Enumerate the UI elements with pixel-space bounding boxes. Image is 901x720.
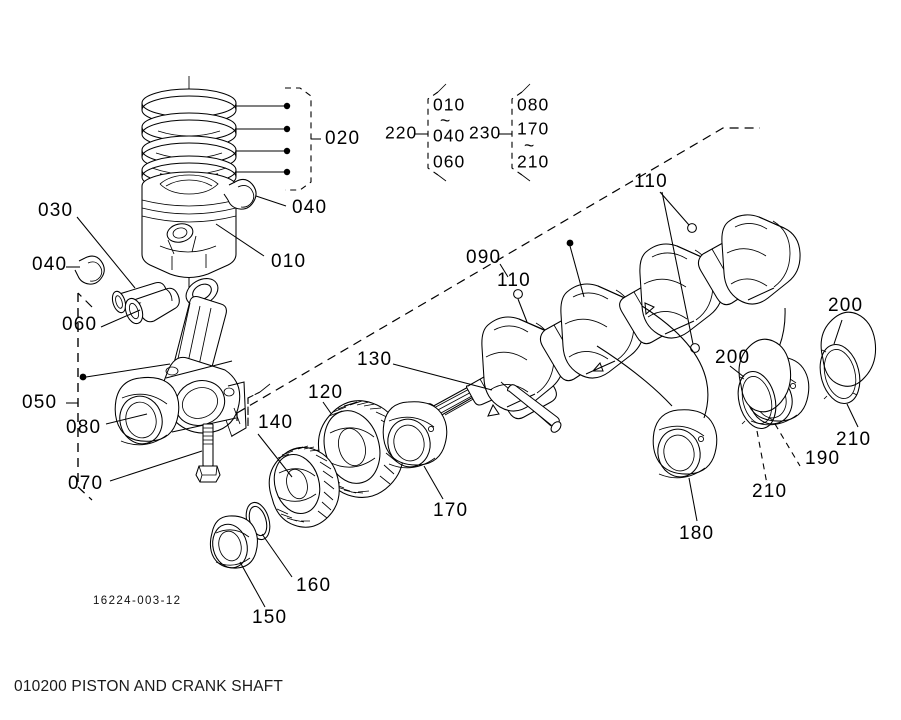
leader-200-left — [729, 365, 745, 378]
leader-190 — [774, 423, 801, 467]
callout-220: 220 — [385, 123, 417, 143]
callout-050: 050 — [22, 392, 57, 413]
ref-230-line1: 080 — [517, 95, 549, 115]
callout-210-right: 210 — [836, 429, 871, 450]
callout-110-left: 110 — [497, 270, 531, 291]
callout-070: 070 — [68, 473, 103, 494]
rod-bolt — [195, 423, 221, 483]
bracket-020 — [285, 87, 312, 191]
bearing-170-front — [382, 401, 448, 469]
crank-dot-leader — [566, 239, 574, 247]
ref-220-line2: 040 — [433, 126, 465, 146]
callout-150: 150 — [252, 607, 287, 628]
ref-220-tilde: ~ — [440, 111, 451, 131]
leader-090 — [499, 263, 509, 278]
thrust-and-bearing-group: 190 200 210 200 210 — [715, 295, 877, 502]
piston-assembly: 020 030 040 04 — [32, 76, 360, 314]
callout-130: 130 — [357, 349, 392, 370]
leader-110-left — [517, 298, 528, 323]
figure-caption: 010200 PISTON AND CRANK SHAFT — [14, 678, 284, 695]
rod-bushing — [124, 287, 180, 325]
leader-060 — [100, 309, 141, 328]
crank-dowel — [506, 384, 562, 433]
callout-230: 230 — [469, 123, 501, 143]
callout-030: 030 — [38, 200, 73, 221]
callout-190: 190 — [805, 448, 840, 469]
collar — [209, 515, 258, 569]
callout-180: 180 — [679, 523, 714, 544]
leader-110-right-lower — [661, 191, 694, 345]
leader-040-right — [255, 195, 287, 207]
callout-110-right: 110 — [634, 171, 668, 192]
leader-010 — [215, 223, 265, 257]
reference-box-230: 230 080 170 ~ 210 — [469, 83, 549, 182]
ref-230-line2: 170 — [517, 119, 549, 139]
plug-right-lower — [690, 343, 700, 353]
plug-left — [513, 289, 523, 299]
crank-rear-flange — [721, 214, 801, 305]
callout-210-left: 210 — [752, 481, 787, 502]
leader-crank-dot — [569, 245, 585, 298]
leader-110-right-upper — [659, 191, 690, 226]
callout-040-right: 040 — [292, 197, 327, 218]
callout-170-front: 170 — [433, 500, 468, 521]
callout-200-left: 200 — [715, 347, 750, 368]
ring-leader-lines — [236, 102, 291, 176]
leader-210-right — [846, 403, 859, 428]
leader-050-dot — [85, 363, 171, 378]
reference-box-220: 220 010 ~ 040 060 — [385, 83, 465, 182]
leader-210-left — [756, 430, 768, 485]
ref-230-line3: 210 — [517, 152, 549, 172]
connecting-rod — [161, 278, 247, 438]
leader-crank-to-170b — [641, 305, 709, 419]
crankshaft-group-boundary — [236, 127, 760, 414]
connecting-rod-group: 050 — [22, 278, 247, 501]
leader-130 — [392, 363, 493, 391]
leader-170-front — [423, 465, 444, 500]
group-050-dot — [79, 373, 87, 381]
callout-120: 120 — [308, 382, 343, 403]
leader-030 — [76, 216, 136, 289]
arrowhead-180 — [591, 361, 604, 372]
piston-ring-3 — [141, 135, 237, 172]
leader-080 — [105, 413, 148, 425]
ref-220-line1: 010 — [433, 95, 465, 115]
callout-020: 020 — [325, 128, 360, 149]
callout-040-left: 040 — [32, 254, 67, 275]
ref-220-line3: 060 — [433, 152, 465, 172]
callout-010: 010 — [271, 251, 306, 272]
callout-090: 090 — [466, 247, 501, 268]
ref-230-tilde: ~ — [524, 136, 535, 156]
leader-160 — [261, 533, 293, 578]
leader-200-right — [833, 319, 843, 345]
callout-060: 060 — [62, 314, 97, 335]
snap-ring-left — [74, 255, 105, 285]
snap-ring-right — [223, 178, 257, 210]
leader-crank-to-180 — [596, 345, 673, 407]
callout-160: 160 — [296, 575, 331, 596]
rod-bearing — [114, 376, 180, 446]
gear-group: 120 — [209, 302, 786, 628]
leader-180 — [688, 477, 698, 522]
thrust-washer-left — [737, 338, 792, 429]
arrowhead-nose — [487, 403, 500, 417]
thrust-washer-right — [819, 311, 877, 404]
leader-070 — [109, 450, 203, 482]
drawing-number: 16224-003-12 — [93, 595, 181, 607]
piston-body — [141, 171, 237, 279]
plug-right-upper — [687, 223, 697, 233]
bearing-180 — [652, 409, 718, 479]
leader-150 — [239, 561, 266, 608]
callout-200-right: 200 — [828, 295, 863, 316]
arrowhead-170b — [644, 302, 655, 316]
leader-140 — [257, 433, 293, 478]
callout-140: 140 — [258, 412, 293, 433]
callout-080: 080 — [66, 417, 101, 438]
